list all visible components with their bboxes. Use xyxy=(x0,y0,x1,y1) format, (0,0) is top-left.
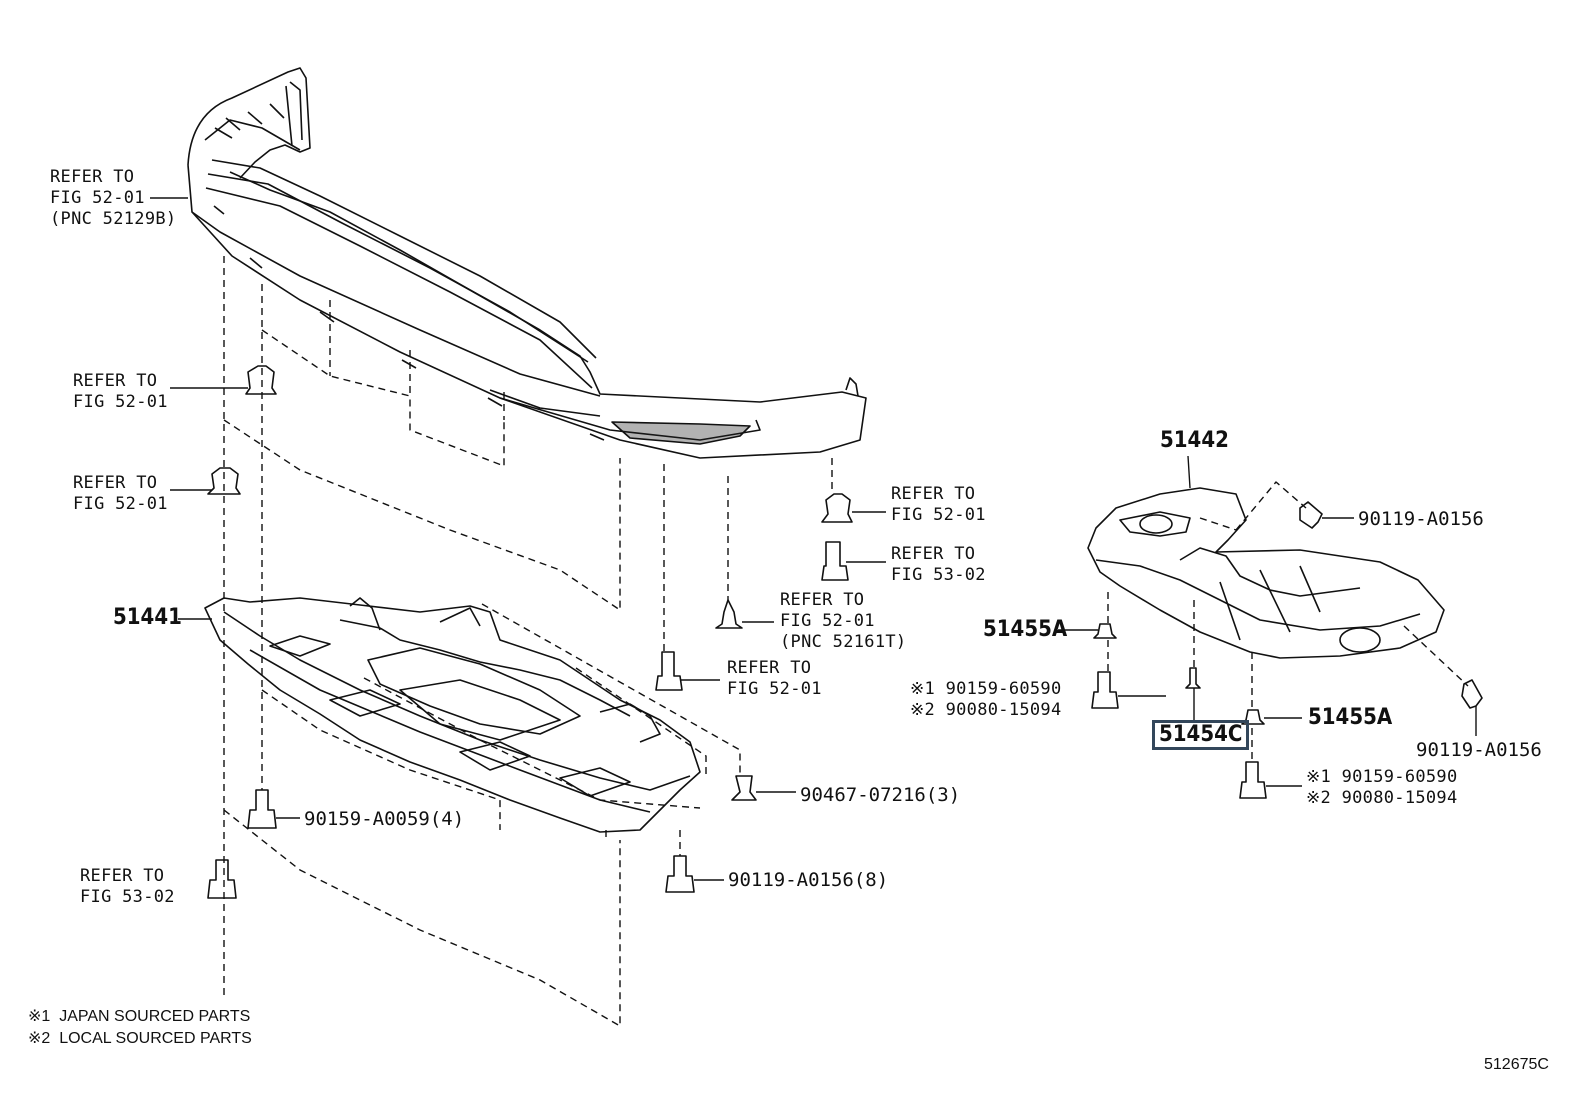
part-number-51454c-highlighted[interactable]: 51454C xyxy=(1152,720,1250,750)
part-number-90467[interactable]: 90467-07216(3) xyxy=(800,784,961,806)
part-number-51455a-left[interactable]: 51455A xyxy=(983,617,1068,642)
bolt-icon xyxy=(665,855,695,893)
bolt-icon xyxy=(1091,671,1119,709)
part-number-51441[interactable]: 51441 xyxy=(113,605,182,630)
clip-icon xyxy=(821,493,853,523)
part-number-90159-a0059[interactable]: 90159-A0059(4) xyxy=(304,808,465,830)
part-number-90119-top[interactable]: 90119-A0156 xyxy=(1358,508,1484,530)
engine-under-cover-51441 xyxy=(204,597,701,833)
leader-lines xyxy=(150,197,1477,881)
clip-icon xyxy=(1093,623,1117,639)
clip-icon xyxy=(715,599,743,629)
part-number-51455a-right[interactable]: 51455A xyxy=(1308,705,1393,730)
part-pair-right[interactable]: ※1 90159-60590※2 90080-15094 xyxy=(1306,767,1458,808)
part-number-90119-a0156-8[interactable]: 90119-A0156(8) xyxy=(728,869,889,891)
pin-icon xyxy=(1185,667,1201,689)
source-notes: ※1 JAPAN SOURCED PARTS※2 LOCAL SOURCED P… xyxy=(28,1008,252,1047)
figure-reference-number: 512675C xyxy=(1484,1056,1549,1073)
bolt-icon xyxy=(1239,761,1267,799)
bolt-icon xyxy=(655,651,683,691)
part-pair-left[interactable]: ※1 90159-60590※2 90080-15094 xyxy=(910,679,1062,720)
bolt-icon xyxy=(247,789,277,829)
bolt-icon xyxy=(1299,501,1323,529)
clip-icon xyxy=(245,365,277,395)
clip-icon xyxy=(731,775,757,801)
engine-under-cover-51442 xyxy=(1087,487,1445,659)
bolt-icon xyxy=(207,859,237,899)
assembly-lines xyxy=(223,256,1469,1027)
front-bumper-cover xyxy=(187,67,867,459)
bolt-icon xyxy=(1461,679,1483,709)
bolt-icon xyxy=(821,541,849,581)
part-number-51442[interactable]: 51442 xyxy=(1160,428,1229,453)
part-number-90119-right[interactable]: 90119-A0156 xyxy=(1416,739,1542,761)
